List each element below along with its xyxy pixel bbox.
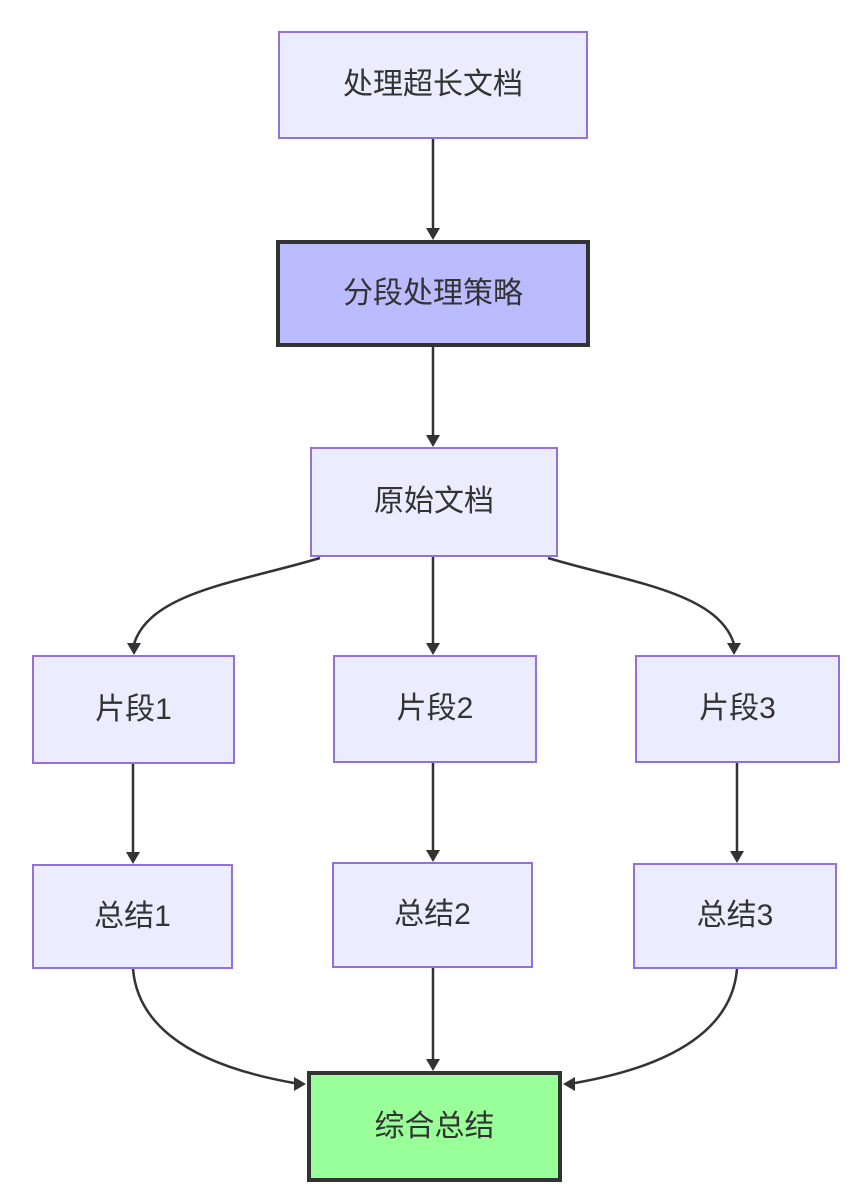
node-fragment-1: 片段1 xyxy=(32,655,235,764)
node-segment-strategy-label: 分段处理策略 xyxy=(343,276,523,310)
node-summary-3-label: 总结3 xyxy=(696,899,774,932)
edge-original-to-fragment-3 xyxy=(547,556,736,645)
node-process-long-doc: 处理超长文档 xyxy=(278,31,588,139)
node-segment-strategy: 分段处理策略 xyxy=(276,240,590,347)
node-summary-2-label: 总结2 xyxy=(394,898,471,931)
edge-process-to-strategy-arrowhead xyxy=(426,228,440,240)
edge-original-to-fragment-3-arrowhead xyxy=(727,643,741,655)
edge-summary-1-to-final xyxy=(131,968,295,1085)
node-fragment-1-label: 片段1 xyxy=(95,692,172,726)
node-summary-1: 总结1 xyxy=(32,864,233,969)
node-final-summary-label: 综合总结 xyxy=(374,1109,495,1143)
node-fragment-2: 片段2 xyxy=(333,655,537,763)
edge-original-to-fragment-1 xyxy=(132,556,321,645)
edge-strategy-to-original-arrowhead xyxy=(426,435,440,447)
edge-fragment-2-to-summary-2-arrowhead xyxy=(426,850,440,862)
node-original-doc-label: 原始文档 xyxy=(374,485,494,518)
edge-summary-1-to-final-arrowhead xyxy=(294,1077,306,1091)
node-fragment-3: 片段3 xyxy=(635,655,840,763)
node-process-long-doc-label: 处理超长文档 xyxy=(343,68,523,101)
node-original-doc: 原始文档 xyxy=(310,447,558,557)
edge-summary-3-to-final-arrowhead xyxy=(563,1077,575,1091)
node-summary-1-label: 总结1 xyxy=(94,899,171,933)
edge-original-to-fragment-2-arrowhead xyxy=(426,643,440,655)
edge-original-to-fragment-1-arrowhead xyxy=(127,643,141,655)
node-fragment-2-label: 片段2 xyxy=(396,692,474,725)
node-final-summary: 综合总结 xyxy=(307,1071,562,1182)
node-fragment-3-label: 片段3 xyxy=(699,692,776,725)
edge-summary-2-to-final-arrowhead xyxy=(426,1059,440,1071)
edge-fragment-1-to-summary-1-arrowhead xyxy=(126,852,140,864)
node-summary-3: 总结3 xyxy=(633,863,837,969)
edge-summary-3-to-final xyxy=(574,968,739,1085)
node-summary-2: 总结2 xyxy=(332,862,533,968)
edge-fragment-3-to-summary-3-arrowhead xyxy=(730,851,744,863)
